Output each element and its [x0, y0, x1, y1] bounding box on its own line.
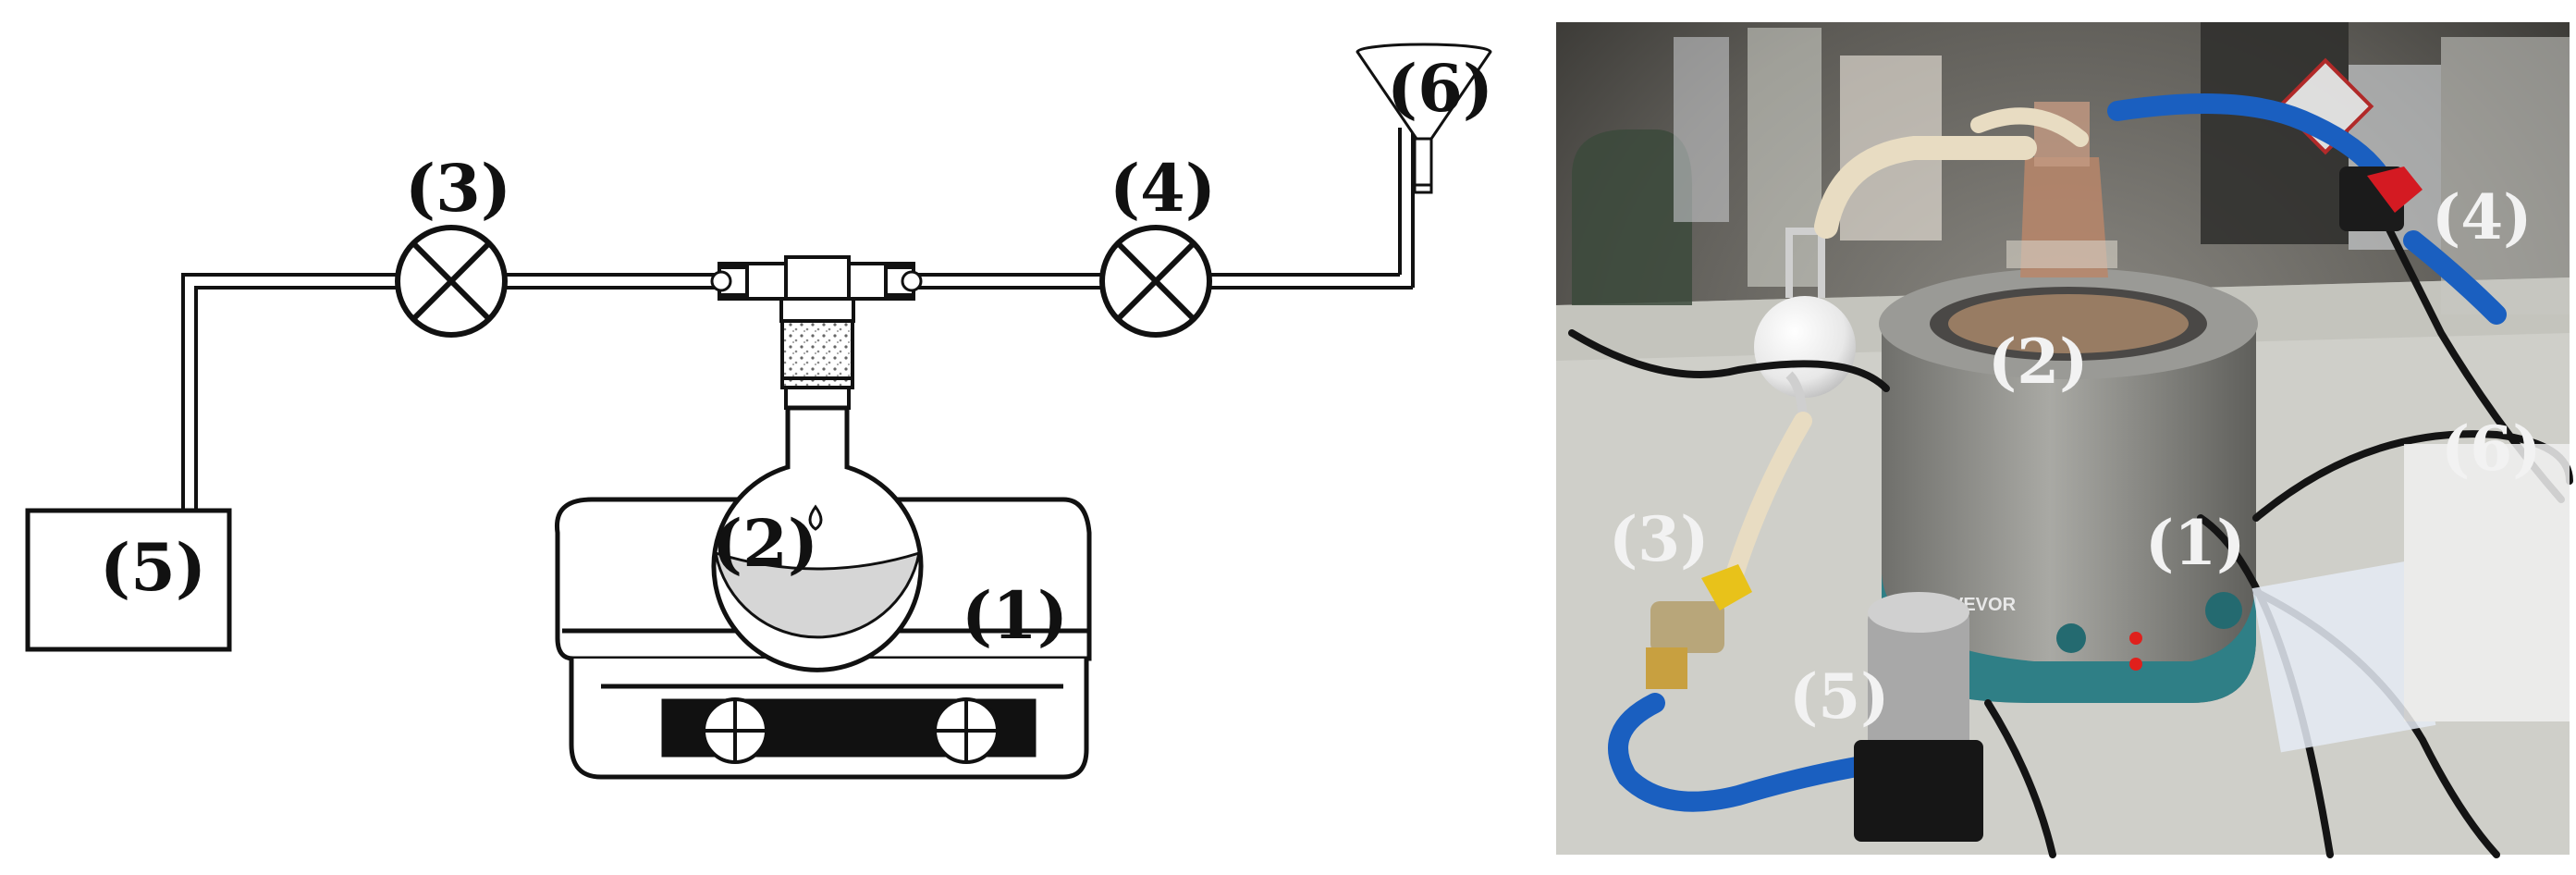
label-1-schematic: (1) [962, 577, 1068, 654]
valve-right [1099, 225, 1212, 338]
tubing-schematic [181, 128, 1415, 511]
label-3-schematic: (3) [405, 150, 511, 227]
heating-mantle [1879, 268, 2258, 703]
valve-yellow-photo [1646, 564, 1752, 689]
label-4-schematic: (4) [1110, 150, 1216, 227]
label-1-photo: (1) [2145, 507, 2245, 579]
label-2-photo: (2) [1988, 326, 2088, 398]
label-5-photo: (5) [1789, 660, 1889, 733]
label-2-schematic: (2) [712, 505, 818, 582]
packets [2251, 444, 2570, 753]
funnel [1355, 43, 1492, 194]
schematic-diagram: (5) (3) (4) [25, 43, 1493, 780]
photo-panel: VEVOR [1556, 22, 2573, 858]
label-4-photo: (4) [2432, 181, 2532, 253]
hot-plate-knob-right [933, 697, 1000, 764]
label-6-schematic: (6) [1387, 50, 1493, 127]
label-5-schematic: (5) [100, 529, 206, 606]
label-6-photo: (6) [2441, 413, 2541, 485]
stopcock-handles [710, 270, 923, 292]
pump-box [25, 508, 232, 652]
label-3-photo: (3) [1609, 503, 1709, 575]
pump-photo [1854, 592, 1983, 842]
round-bottom-flask [711, 405, 924, 672]
valve-red-photo [2339, 166, 2423, 231]
adapter-schematic [718, 255, 915, 323]
valve-left [395, 225, 508, 338]
hot-plate-knob-left [702, 697, 768, 764]
